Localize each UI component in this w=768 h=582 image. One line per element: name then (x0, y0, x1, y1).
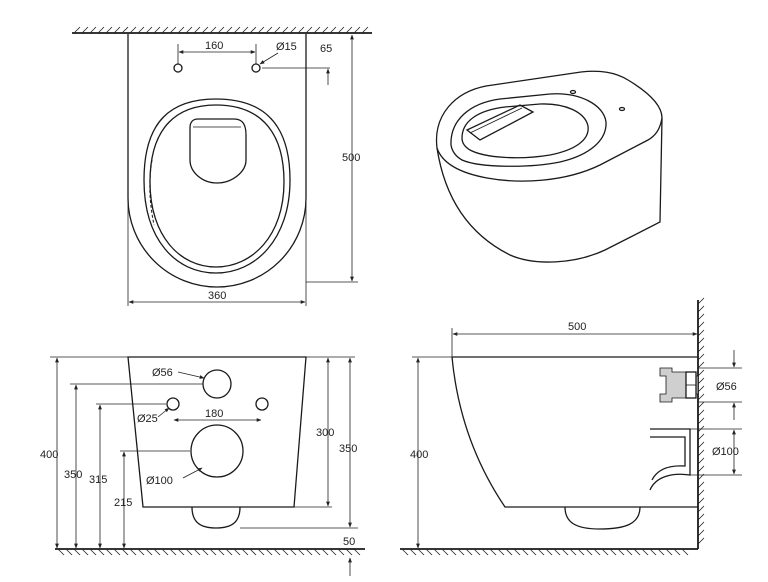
outlet-hole (190, 424, 244, 478)
rim-dashed (149, 159, 155, 226)
dim-height-outlet: 215 (114, 497, 132, 509)
dim-height-right: 350 (339, 443, 357, 455)
dim-side-height: 400 (410, 449, 428, 461)
dim-base-offset: 50 (343, 536, 355, 548)
bowl-body-side (451, 356, 698, 508)
dim-bolt-hole: Ø25 (137, 413, 158, 425)
dim-height-inlet: 350 (64, 469, 82, 481)
dim-bolt-diameter: Ø15 (276, 41, 297, 53)
bolt-hole-front-right (255, 397, 269, 411)
dim-inlet: Ø56 (152, 367, 173, 379)
dim-height-body: 300 (316, 427, 334, 439)
bolt-hole-right (251, 63, 261, 73)
dim-side-outlet: Ø100 (712, 446, 739, 458)
dim-side-length: 500 (568, 321, 586, 333)
dim-side-inlet: Ø56 (716, 381, 737, 393)
bowl-outline-top (127, 34, 307, 288)
drain-opening-top (189, 118, 247, 184)
side-view: 500 400 Ø56 Ø100 (400, 297, 742, 556)
dim-height-total: 400 (40, 449, 58, 461)
front-view: Ø56 Ø25 180 Ø100 400 350 315 215 300 (40, 356, 365, 576)
isometric-view (435, 70, 663, 263)
dim-length: 500 (342, 152, 360, 164)
inlet-hole (202, 369, 232, 399)
outlet-pipe (649, 428, 691, 491)
bowl-top-3d (435, 70, 663, 182)
rim-inner (149, 104, 285, 268)
bowl-body-3d (436, 117, 663, 263)
rim-3d (450, 93, 607, 167)
dim-bolt-spacing-front: 180 (205, 408, 223, 420)
dim-bolt-offset: 65 (320, 43, 332, 55)
top-view: 160 Ø15 65 500 360 (72, 26, 372, 306)
dim-height-bolts: 315 (89, 474, 107, 486)
wall-hatch-top (72, 26, 372, 34)
dim-outlet: Ø100 (146, 475, 173, 487)
dim-width: 360 (208, 290, 226, 302)
flush-rim-3d (465, 104, 535, 141)
bolt-hole-left (173, 63, 183, 73)
rim-outer (143, 98, 291, 274)
dim-bolt-spacing: 160 (205, 40, 223, 52)
bolt-hole-front-left (166, 397, 180, 411)
